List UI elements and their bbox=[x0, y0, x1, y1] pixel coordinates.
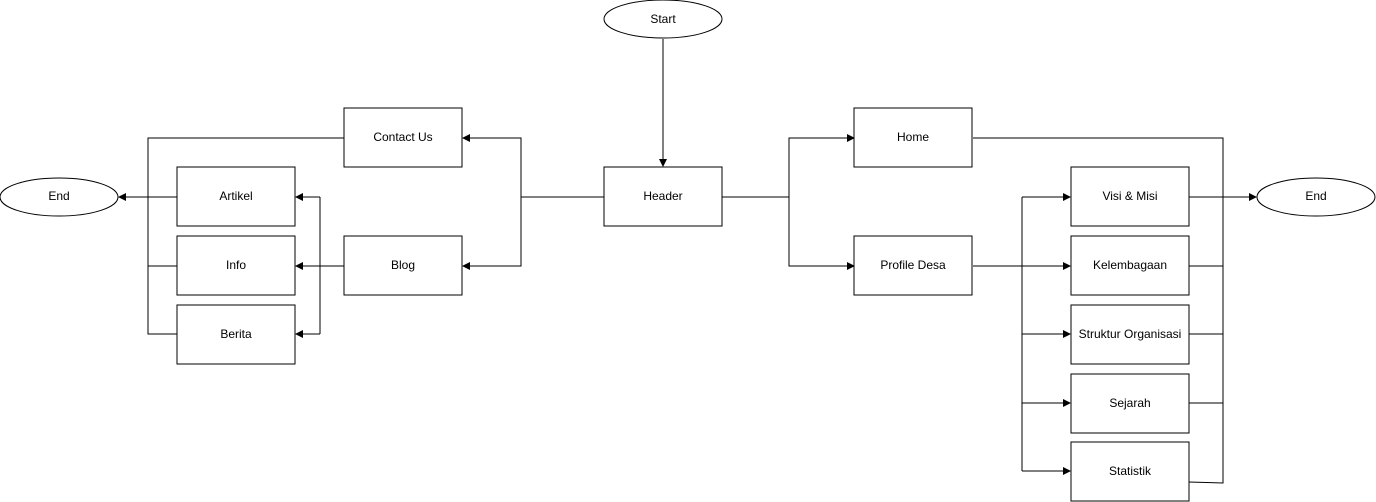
edge-header-profile-desa bbox=[788, 197, 855, 270]
edges bbox=[118, 39, 1257, 484]
info-node[interactable]: Info bbox=[176, 235, 296, 296]
berita-node[interactable]: Berita bbox=[176, 304, 296, 365]
kelembagaan-label: Kelembagaan bbox=[1093, 258, 1167, 272]
end-left-node[interactable]: End bbox=[0, 177, 119, 217]
home-node[interactable]: Home bbox=[853, 107, 973, 168]
sejarah-label: Sejarah bbox=[1109, 396, 1150, 410]
end-right-label: End bbox=[1305, 189, 1326, 203]
header-label: Header bbox=[643, 189, 682, 203]
struktur-organisasi-node[interactable]: Struktur Organisasi bbox=[1070, 304, 1190, 365]
end-left-label: End bbox=[48, 189, 69, 203]
start-label: Start bbox=[650, 12, 676, 26]
statistik-node[interactable]: Statistik bbox=[1070, 441, 1190, 502]
blog-node[interactable]: Blog bbox=[343, 235, 463, 296]
contact-us-label: Contact Us bbox=[373, 130, 432, 144]
edge-header-blog bbox=[462, 197, 522, 270]
statistik-label: Statistik bbox=[1109, 464, 1152, 478]
artikel-node[interactable]: Artikel bbox=[176, 166, 296, 227]
berita-label: Berita bbox=[220, 327, 252, 341]
kelembagaan-node[interactable]: Kelembagaan bbox=[1070, 235, 1190, 296]
edge-header-home bbox=[788, 134, 855, 197]
artikel-label: Artikel bbox=[219, 189, 252, 203]
edge-header-contact-us bbox=[462, 134, 522, 197]
profile-desa-label: Profile Desa bbox=[880, 258, 946, 272]
blog-label: Blog bbox=[391, 258, 415, 272]
contact-us-node[interactable]: Contact Us bbox=[343, 107, 463, 168]
visi-misi-label: Visi & Misi bbox=[1102, 189, 1157, 203]
sejarah-node[interactable]: Sejarah bbox=[1070, 373, 1190, 434]
home-label: Home bbox=[897, 130, 929, 144]
header-node[interactable]: Header bbox=[603, 166, 723, 227]
visi-misi-node[interactable]: Visi & Misi bbox=[1070, 166, 1190, 227]
end-right-node[interactable]: End bbox=[1256, 177, 1376, 217]
profile-desa-node[interactable]: Profile Desa bbox=[853, 235, 973, 296]
struktur-organisasi-label: Struktur Organisasi bbox=[1079, 327, 1182, 341]
edge-contact-us-end bbox=[147, 137, 344, 335]
edge-home-end bbox=[973, 137, 1224, 484]
start-node[interactable]: Start bbox=[603, 0, 723, 39]
info-label: Info bbox=[226, 258, 246, 272]
